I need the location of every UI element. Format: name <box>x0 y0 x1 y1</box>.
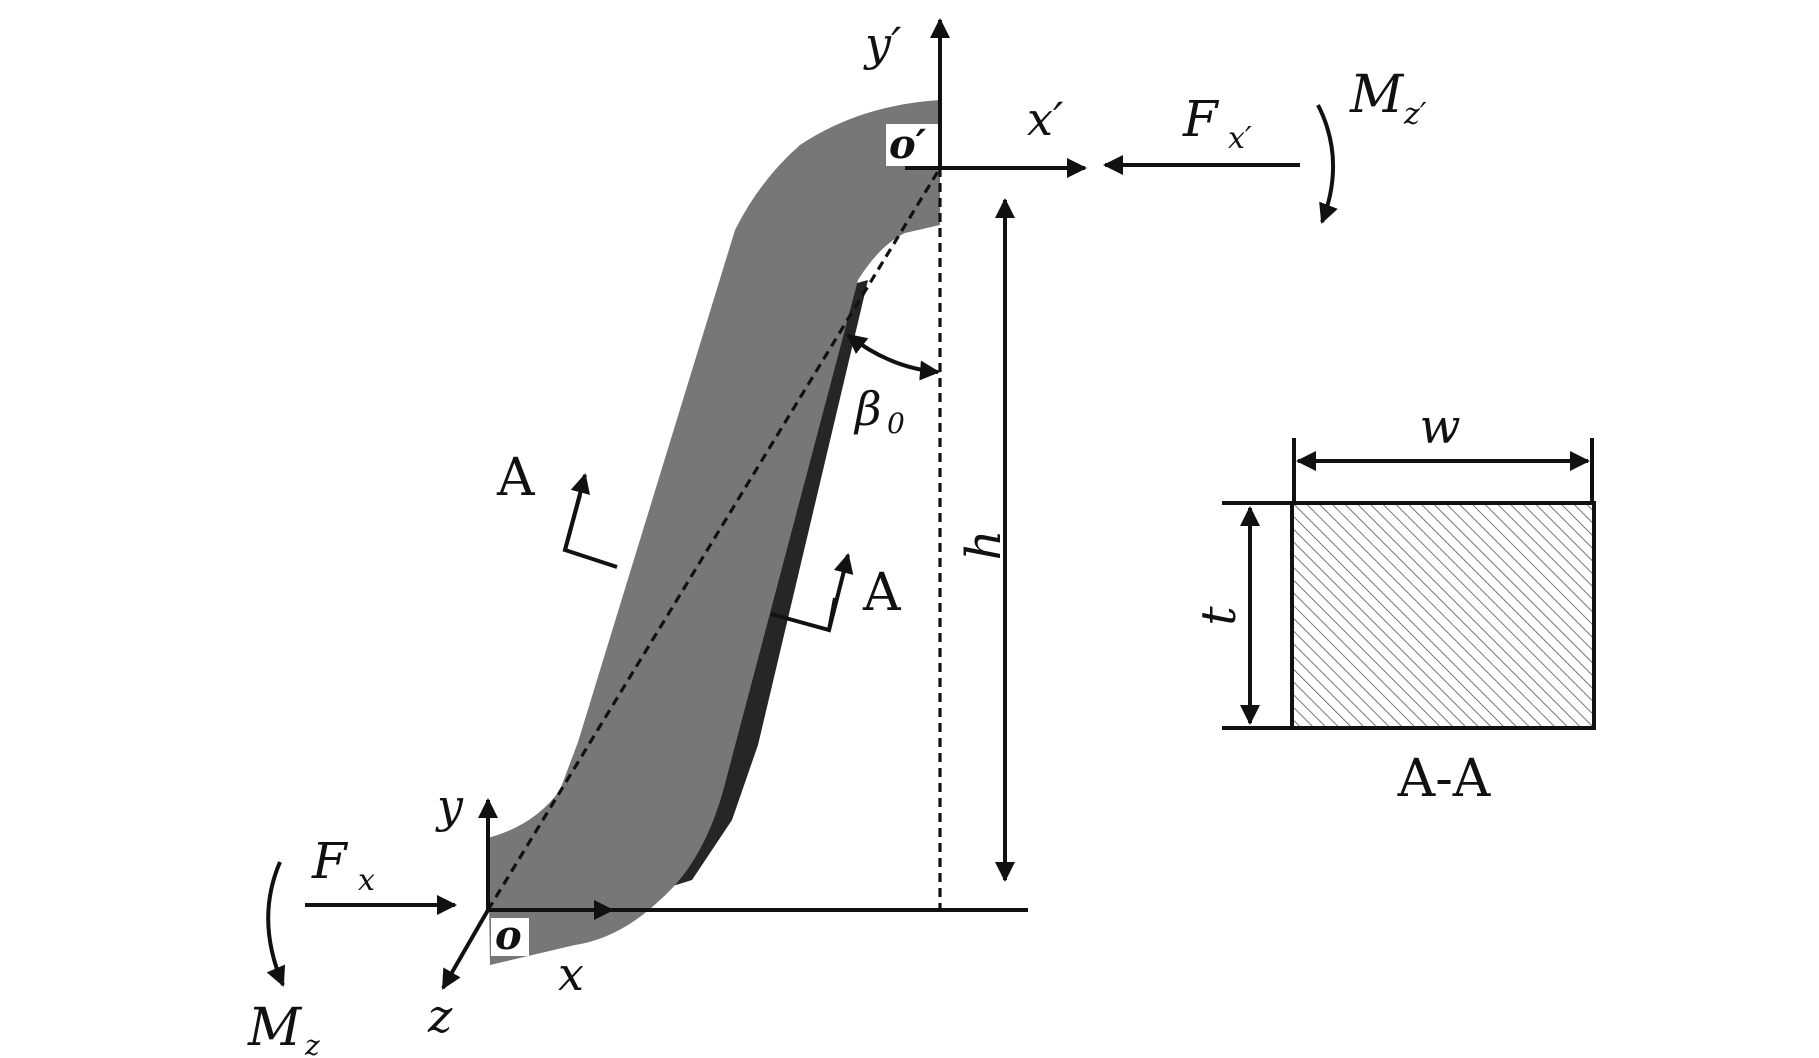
o-prime-label: o′ <box>889 121 927 168</box>
y-prime-label: y′ <box>863 17 902 71</box>
cross-section-rectangle <box>1290 501 1596 730</box>
moment-mz-prime-subscript: z′ <box>1403 97 1427 132</box>
x-prime-label: x′ <box>1027 92 1064 146</box>
section-label-left: A <box>496 448 536 508</box>
moment-mz-prime-arrow <box>1316 104 1338 224</box>
cross-section-caption: A-A <box>1397 749 1492 809</box>
y-label: y <box>435 779 464 833</box>
section-marker-left-arrow <box>563 473 591 551</box>
beam-front-face <box>488 100 940 965</box>
width-label: w <box>1419 399 1460 455</box>
o-label-box <box>491 918 529 956</box>
section-marker-right-arrow <box>827 553 854 631</box>
beta-label: β <box>853 382 882 436</box>
beta-angle-arc <box>846 333 940 381</box>
force-fx-prime-label: F <box>1182 90 1220 148</box>
moment-mz-prime-label: M <box>1349 65 1405 125</box>
z-label: z <box>427 989 453 1043</box>
z-axis-arrow <box>441 909 490 990</box>
force-fx-label: F <box>311 832 349 890</box>
section-marker-left <box>562 494 618 569</box>
force-fx-subscript: x <box>358 863 375 898</box>
o-prime-label-box <box>886 124 938 166</box>
section-label-right: A <box>862 563 902 623</box>
moment-mz-label: M <box>247 998 303 1058</box>
force-fx-prime-subscript: x′ <box>1228 121 1252 156</box>
x-label: x <box>558 947 584 1001</box>
moment-mz-arrow <box>266 861 286 987</box>
o-label: o <box>495 912 522 959</box>
thickness-label: t <box>1191 606 1247 626</box>
beam-chord-dashed-line <box>486 167 942 911</box>
height-label: h <box>956 530 1012 561</box>
beta-subscript: 0 <box>887 407 905 440</box>
moment-mz-subscript: z <box>304 1029 320 1058</box>
